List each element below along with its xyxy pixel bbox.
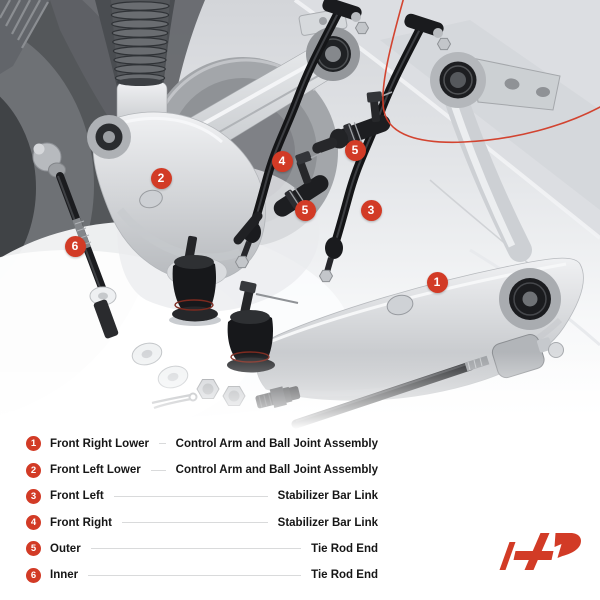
legend-badge: 3	[26, 488, 41, 504]
legend-position-label: Front Left Lower	[50, 464, 141, 477]
legend-part-name: Tie Rod End	[311, 542, 378, 555]
legend-row: 3 Front Left Stabilizer Bar Link	[26, 488, 378, 505]
legend-badge: 6	[26, 567, 41, 583]
part-callout-badge-6: 6	[64, 235, 86, 257]
legend-row: 4 Front Right Stabilizer Bar Link	[26, 515, 378, 531]
legend-badge: 2	[26, 462, 41, 478]
legend-badge: 5	[26, 541, 41, 557]
legend-part-name: Stabilizer Bar Link	[277, 516, 378, 529]
legend-position-label: Front Left	[50, 490, 104, 503]
legend-part-name: Tie Rod End	[311, 569, 378, 582]
legend-connector-line	[113, 495, 268, 497]
legend-part-name: Control Arm and Ball Joint Assembly	[175, 437, 378, 450]
legend-row: 6 Inner Tie Rod End	[26, 567, 378, 583]
legend-connector-line	[90, 548, 302, 550]
a-premium-logo-icon	[496, 530, 592, 576]
part-callout-badge-4: 4	[271, 150, 293, 172]
legend-connector-line	[121, 522, 268, 524]
legend-connector-line	[150, 469, 166, 471]
part-callout-badge-2: 2	[150, 167, 172, 189]
legend-part-name: Stabilizer Bar Link	[277, 490, 378, 503]
legend-badge: 1	[26, 436, 41, 452]
legend-row: 2 Front Left Lower Control Arm and Ball …	[26, 462, 378, 478]
legend-row: 1 Front Right Lower Control Arm and Ball…	[26, 436, 378, 452]
legend-part-name: Control Arm and Ball Joint Assembly	[175, 464, 378, 477]
brand-arc-accent	[382, 0, 600, 144]
part-callout-badge-1: 1	[426, 271, 448, 293]
legend-position-label: Inner	[50, 569, 79, 582]
legend-position-label: Outer	[50, 542, 81, 555]
suspension-kit-photo: 1 2 3 4 5 5 6	[0, 0, 600, 430]
part-callout-badge-5: 5	[294, 199, 316, 221]
part-callout-badge-3: 3	[360, 199, 382, 221]
suspension-kit-illustration	[0, 0, 600, 430]
legend-connector-line	[159, 443, 166, 445]
legend-position-label: Front Right	[50, 516, 112, 529]
legend-row: 5 Outer Tie Rod End	[26, 541, 378, 557]
legend-position-label: Front Right Lower	[50, 437, 150, 450]
part-callout-badge-5: 5	[344, 139, 366, 161]
legend-connector-line	[88, 574, 302, 576]
parts-legend: 1 Front Right Lower Control Arm and Ball…	[26, 436, 378, 594]
legend-badge: 4	[26, 515, 41, 531]
